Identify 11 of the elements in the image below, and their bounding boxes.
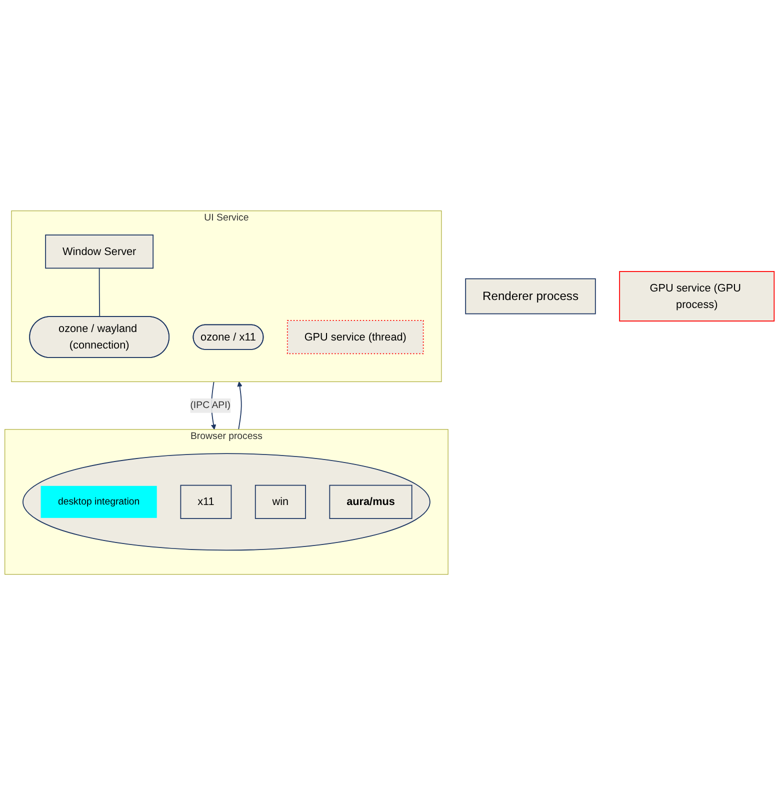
edge-label: (IPC API) bbox=[190, 400, 230, 410]
node-box: GPU service (GPU process) bbox=[619, 270, 775, 322]
node-box: aura/mus bbox=[329, 484, 412, 519]
node-box: desktop integration bbox=[40, 486, 157, 518]
node-box: Renderer process bbox=[465, 278, 596, 314]
connector bbox=[98, 268, 100, 318]
arrow bbox=[237, 381, 242, 430]
node-box: win bbox=[254, 484, 306, 519]
node-box: x11 bbox=[180, 484, 232, 519]
node-box: Window Server bbox=[45, 234, 154, 269]
node-box: GPU service (thread) bbox=[286, 320, 424, 354]
